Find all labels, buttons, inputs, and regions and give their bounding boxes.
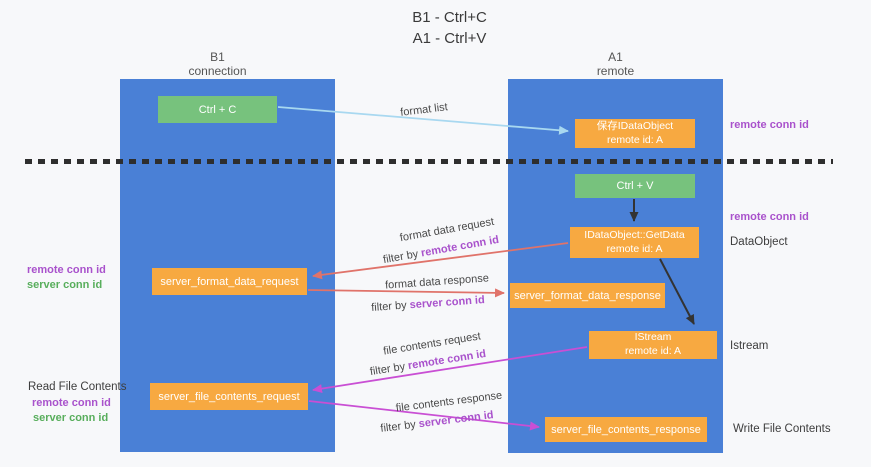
left-server-conn-id-label-1: server conn id (27, 279, 103, 291)
getdata-box: IDataObject::GetData remote id: A (570, 227, 699, 258)
server-format-data-response-box: server_format_data_response (510, 283, 665, 308)
left-remote-conn-id-label-1: remote conn id (27, 264, 106, 276)
right-column-role: remote (596, 64, 635, 78)
format-data-response-label: format data response (384, 272, 490, 292)
getdata-line2: remote id: A (606, 242, 663, 255)
ctrl-c-box: Ctrl + C (158, 96, 277, 123)
title-line-a1: A1 - Ctrl+V (412, 30, 487, 47)
right-column-name: A1 (608, 50, 623, 64)
istream-box: IStream remote id: A (589, 331, 717, 359)
left-column-header: B1 connection (110, 50, 325, 78)
format-data-response-arrow (307, 288, 505, 298)
server-conn-id-text: server conn id (418, 409, 495, 431)
server-file-contents-response-box: server_file_contents_response (545, 417, 707, 442)
filter-by-text: filter by (382, 248, 420, 267)
title-line-b1: B1 - Ctrl+C (412, 9, 487, 26)
server-file-contents-request-box: server_file_contents_request (150, 383, 308, 410)
read-file-contents-label: Read File Contents (28, 381, 127, 393)
save-idataobject-box: 保存IDataObject remote id: A (575, 119, 695, 148)
getdata-line1: IDataObject::GetData (584, 228, 685, 241)
left-column-role: connection (188, 64, 247, 78)
format-data-response-filter-label: filter by server conn id (371, 294, 485, 314)
filter-by-text: filter by (370, 299, 408, 314)
diagram-title: B1 - Ctrl+C A1 - Ctrl+V (28, 7, 871, 49)
server-conn-id-text: server conn id (409, 294, 486, 312)
write-file-contents-label: Write File Contents (733, 423, 831, 435)
left-server-conn-id-label-2: server conn id (33, 412, 109, 424)
left-remote-conn-id-label-2: remote conn id (32, 397, 111, 409)
right-remote-conn-id-label-1: remote conn id (730, 119, 809, 131)
server-format-data-request-box: server_format_data_request (152, 268, 307, 295)
save-idataobject-line2: remote id: A (606, 133, 664, 146)
istream-line1: IStream (634, 331, 672, 344)
istream-line2: remote id: A (624, 345, 682, 357)
save-idataobject-line1: 保存IDataObject (596, 119, 674, 132)
right-column-header: A1 remote (508, 50, 723, 78)
phase-separator-dashed-line (25, 159, 833, 164)
filter-by-text: filter by (369, 360, 407, 379)
ctrl-v-box: Ctrl + V (575, 174, 695, 198)
left-column-name: B1 (210, 50, 225, 64)
right-remote-conn-id-label-2: remote conn id (730, 211, 809, 223)
dataobject-label: DataObject (730, 236, 788, 248)
filter-by-text: filter by (379, 418, 417, 435)
format-list-label: format list (399, 101, 449, 119)
istream-side-label: Istream (730, 340, 769, 352)
